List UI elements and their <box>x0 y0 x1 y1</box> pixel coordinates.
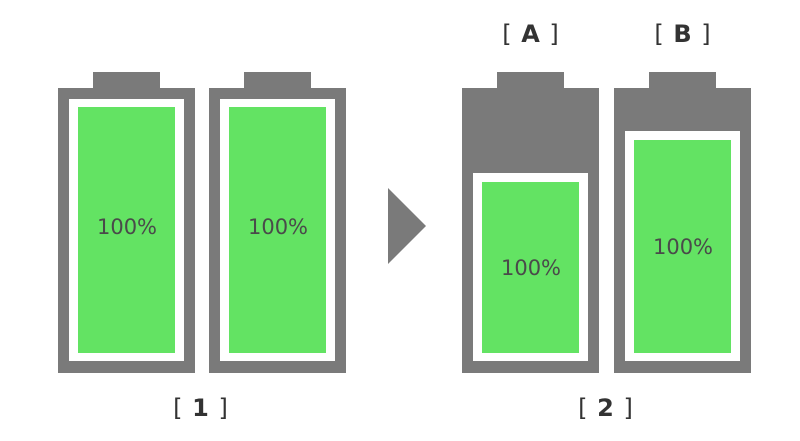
battery-charge-fill <box>482 182 579 353</box>
battery-charge-label: 100% <box>96 215 158 239</box>
group-2-label: [ 2 ] <box>578 394 634 422</box>
group-1-label: [ 1 ] <box>173 394 229 422</box>
tag-bracket-open: [ <box>654 20 665 48</box>
battery-charge-label: 100% <box>247 215 309 239</box>
tag-bracket-open: [ <box>502 20 513 48</box>
battery-terminal <box>93 72 160 90</box>
label-bracket-close: ] <box>623 394 634 422</box>
tag-bracket-close: ] <box>701 20 712 48</box>
battery-terminal <box>497 72 564 90</box>
label-bracket-open: [ <box>173 394 184 422</box>
battery-charge-label: 100% <box>652 235 714 259</box>
battery-terminal <box>244 72 311 90</box>
tag-letter: A <box>521 20 541 48</box>
battery-a-tag: [ A ] <box>502 20 560 48</box>
battery-b-tag: [ B ] <box>654 20 711 48</box>
label-bracket-open: [ <box>578 394 589 422</box>
label-number: 2 <box>597 394 615 422</box>
tag-letter: B <box>673 20 693 48</box>
battery-charge-fill <box>78 107 175 353</box>
battery-charge-label: 100% <box>500 256 562 280</box>
label-number: 1 <box>192 394 210 422</box>
label-bracket-close: ] <box>218 394 229 422</box>
battery-charge-fill <box>229 107 326 353</box>
tag-bracket-close: ] <box>549 20 560 48</box>
play-triangle-icon <box>388 188 426 264</box>
battery-charge-fill <box>634 140 731 353</box>
battery-terminal <box>649 72 716 90</box>
